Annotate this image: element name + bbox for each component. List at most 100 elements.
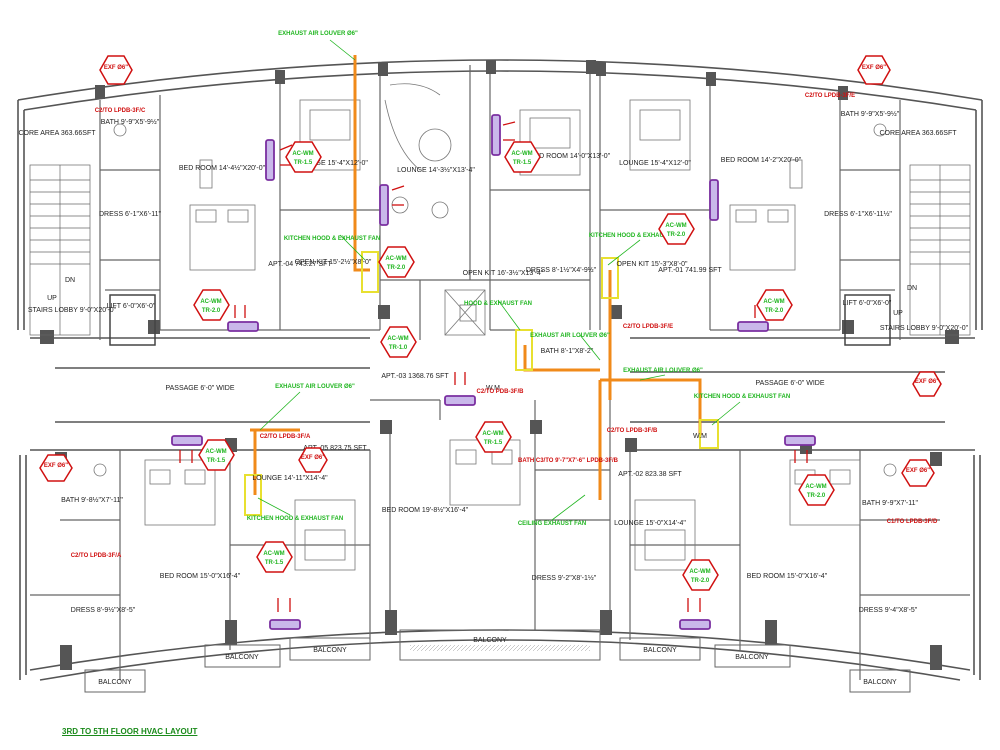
note-c2-lpdb-3fe: C2/TO LPDB-3F/E [805, 93, 855, 99]
balcony-3: BALCONY [313, 647, 347, 654]
note-hood-fan-c: HOOD & EXHAUST FAN [464, 301, 532, 307]
balconies [84, 629, 911, 693]
room-dress-tl: DRESS 6'-1"X6'-11" [99, 211, 161, 218]
room-bath-bl: BATH 9'-8½"X7'-11" [61, 496, 123, 504]
stairs-right [909, 164, 971, 336]
svg-text:TR-2.0: TR-2.0 [667, 232, 686, 238]
room-apt02: APT.-02 823.38 SFT [618, 471, 682, 478]
note-exhaust-louver-top: EXHAUST AIR LOUVER Ø6" [278, 31, 358, 37]
note-kitchen-hood-tr: KITCHEN HOOD & EXHAUST FAN [589, 233, 685, 239]
room-openkit-tr: OPEN KIT 15'-3"X8'-0" [617, 261, 688, 268]
ac-indoor-units [171, 114, 816, 630]
svg-text:AC-WM: AC-WM [482, 431, 503, 437]
svg-text:EXF Ø6": EXF Ø6" [301, 455, 325, 461]
balcony-5: BALCONY [643, 647, 677, 654]
svg-text:AC-WM: AC-WM [263, 551, 284, 557]
room-lounge-tc: LOUNGE 14'-3½"X13'-4" [397, 166, 475, 174]
note-exhaust-louver-bl: EXHAUST AIR LOUVER Ø6" [275, 384, 355, 390]
note-kitchen-hood-tl: KITCHEN HOOD & EXHAUST FAN [284, 236, 380, 242]
note-c2-lpdb-3fa-b: C2/TO LPDB-3F/A [260, 434, 311, 440]
room-lounge-br: LOUNGE 15'-0"X14'-4" [614, 520, 686, 527]
wm-right: W.M [693, 433, 707, 440]
svg-text:AC-WM: AC-WM [200, 299, 221, 305]
note-bath-c3: BATH C3/TO 9'-7"X7'-6" LPDB-3F/B [518, 458, 619, 464]
room-bed-bc: BED ROOM 19'-8½"X16'-4" [382, 506, 469, 514]
room-stairs-l: STAIRS LOBBY 9'-0"X20'-0" [28, 307, 117, 314]
lift-right [844, 294, 891, 346]
leader-lines [257, 39, 741, 521]
room-core-left: CORE AREA 363.66SFT [18, 130, 96, 137]
svg-text:AC-WM: AC-WM [385, 256, 406, 262]
room-openkit-tl: OPEN KIT 15'-2½"X8'-0" [295, 258, 372, 266]
room-core-right: CORE AREA 363.66SFT [879, 130, 957, 137]
stair-up-l: UP [47, 295, 57, 302]
room-passage-l: PASSAGE 6'-0" WIDE [165, 385, 234, 392]
svg-text:AC-WM: AC-WM [763, 299, 784, 305]
room-bed-br: BED ROOM 15'-0"X16'-4" [747, 573, 828, 580]
hex-tags [39, 55, 942, 591]
room-apt05: APT.-05 823.75 SFT [303, 445, 367, 452]
room-bed-tr: BED ROOM 14'-2"X20'-0" [721, 157, 802, 164]
room-stairs-r: STAIRS LOBBY 9'-0"X20'-0" [880, 325, 969, 332]
room-bath-tr: BATH 9'-9"X5'-9½" [841, 110, 900, 118]
note-c2-lpdb-3fc: C2/TO LPDB-3F/C [95, 108, 146, 114]
svg-text:TR-1.5: TR-1.5 [207, 458, 226, 464]
room-dress-bl: DRESS 8'-9½"X8'-5" [71, 606, 136, 614]
svg-text:TR-2.0: TR-2.0 [202, 308, 221, 314]
svg-text:AC-WM: AC-WM [689, 569, 710, 575]
room-bed-bl: BED ROOM 15'-0"X16'-4" [160, 573, 241, 580]
note-c2-lpdb-3fa: C2/TO LPDB-3F/A [71, 553, 122, 559]
svg-text:TR-1.0: TR-1.0 [389, 345, 408, 351]
svg-text:EXF Ø6": EXF Ø6" [915, 379, 939, 385]
stair-up-r: UP [893, 310, 903, 317]
balcony-7: BALCONY [863, 679, 897, 686]
balcony-center-hatch [410, 645, 590, 651]
balcony-2: BALCONY [225, 654, 259, 661]
stair-dn-r: DN [907, 285, 917, 292]
balcony-4: BALCONY [473, 637, 507, 644]
svg-text:EXF Ø6": EXF Ø6" [104, 65, 128, 71]
svg-text:TR-2.0: TR-2.0 [387, 265, 406, 271]
room-openkit-c: OPEN KIT 16'-3½"X13'-4" [463, 269, 544, 277]
room-bath-br: BATH 9'-9"X7'-11" [862, 500, 919, 507]
hood-highlights [244, 251, 719, 516]
room-lounge-bl: LOUNGE 14'-11"X14'-4" [252, 475, 328, 482]
note-c2-lpdb-3fb: C2/TO LPDB-3F/B [607, 428, 658, 434]
room-bath-tl: BATH 9'-9"X5'-9½" [101, 118, 160, 126]
room-dress-bc: DRESS 9'-2"X8'-1½" [532, 574, 597, 582]
stairs-left [29, 164, 91, 336]
svg-text:TR-1.5: TR-1.5 [513, 160, 532, 166]
balcony-6: BALCONY [735, 654, 769, 661]
room-lift-l: LIFT 6'-0"X6'-0" [107, 303, 156, 310]
balcony-1: BALCONY [98, 679, 132, 686]
interior-walls [30, 60, 970, 680]
drawing-title: 3RD TO 5TH FLOOR HVAC LAYOUT [62, 727, 198, 736]
svg-text:AC-WM: AC-WM [205, 449, 226, 455]
note-kitchen-hood-bl: KITCHEN HOOD & EXHAUST FAN [247, 516, 343, 522]
svg-text:TR-2.0: TR-2.0 [807, 493, 826, 499]
svg-text:AC-WM: AC-WM [387, 336, 408, 342]
room-dress-c: DRESS 8'-1½"X4'-9½" [526, 266, 597, 274]
room-passage-r: PASSAGE 6'-0" WIDE [755, 380, 824, 387]
svg-text:AC-WM: AC-WM [292, 151, 313, 157]
stair-dn-l: DN [65, 277, 75, 284]
wm-center: W.M [486, 385, 500, 392]
note-c2-lpdb-3fe-b: C2/TO LPDB-3F/E [623, 324, 673, 330]
svg-text:TR-1.5: TR-1.5 [265, 560, 284, 566]
note-c2-pdb-3fb: C2/TO PDB-3F/B [477, 389, 525, 395]
svg-text:TR-2.0: TR-2.0 [691, 578, 710, 584]
svg-text:EXF Ø6": EXF Ø6" [906, 468, 930, 474]
room-lounge-tl: LOUNGE 15'-4"X12'-0" [296, 160, 368, 167]
svg-text:TR-2.0: TR-2.0 [765, 308, 784, 314]
svg-text:AC-WM: AC-WM [805, 484, 826, 490]
svg-text:TR-1.5: TR-1.5 [294, 160, 313, 166]
svg-text:EXF Ø6": EXF Ø6" [44, 463, 68, 469]
note-exhaust-louver-r: EXHAUST AIR LOUVER Ø6" [623, 368, 703, 374]
note-c1-lpdb-3fd: C1/TO LPDB-3F/D [887, 519, 938, 525]
svg-text:EXF Ø6": EXF Ø6" [862, 65, 886, 71]
hvac-notes: EXHAUST AIR LOUVER Ø6" KITCHEN HOOD & EX… [71, 31, 938, 559]
room-bath-c: BATH 8'-1"X8'-2" [541, 348, 594, 355]
room-apt04: APT.-04 743.27 SFT [268, 261, 332, 268]
note-ceiling-fan: CEILING EXHAUST FAN [518, 521, 586, 527]
